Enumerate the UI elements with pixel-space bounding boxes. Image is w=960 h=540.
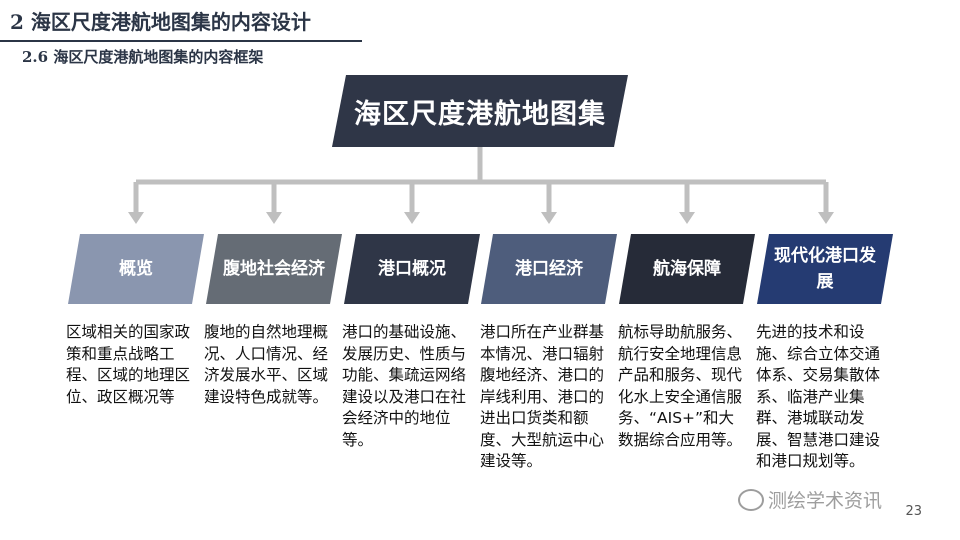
category-hinterland-economy: 腹地社会经济 bbox=[206, 234, 342, 304]
description-port-economy: 港口所在产业群基本情况、港口辐射腹地经济、港口的岸线利用、港口的进出口货类和额度… bbox=[480, 323, 605, 470]
category-overview: 概览 bbox=[68, 234, 204, 304]
category-port-overview: 港口概况 bbox=[344, 234, 480, 304]
description-port-overview: 港口的基础设施、发展历史、性质与功能、集疏运网络建设以及港口在社会经济中的地位等… bbox=[342, 323, 467, 449]
arrowhead bbox=[541, 212, 557, 224]
arrowhead bbox=[818, 212, 834, 224]
title-divider bbox=[0, 40, 362, 42]
watermark: 测绘学术资讯 bbox=[738, 486, 882, 513]
description-overview: 区域相关的国家政策和重点战略工程、区域的地理区位、政区概况等 bbox=[66, 323, 191, 406]
arrowhead bbox=[679, 212, 695, 224]
arrowhead bbox=[404, 212, 420, 224]
description-modern-port-development: 先进的技术和设施、综合立体交通体系、交易集散体系、临港产业集群、港城联动发展、智… bbox=[756, 323, 881, 470]
section-title: 2 海区尺度港航地图集的内容设计 bbox=[10, 10, 311, 34]
description-navigation-support: 航标导助航服务、航行安全地理信息产品和服务、现代化水上安全通信服务、“AIS+”… bbox=[618, 323, 743, 449]
arrowhead bbox=[128, 212, 144, 224]
category-port-economy: 港口经济 bbox=[481, 234, 617, 304]
root-node: 海区尺度港航地图集 bbox=[332, 75, 628, 147]
wechat-icon bbox=[738, 488, 764, 511]
category-navigation-support: 航海保障 bbox=[619, 234, 755, 304]
arrowhead bbox=[266, 212, 282, 224]
description-hinterland-economy: 腹地的自然地理概况、人口情况、经济发展水平、区域建设特色成就等。 bbox=[204, 323, 329, 406]
category-modern-port-development: 现代化港口发展 bbox=[757, 234, 893, 304]
subsection-title: 2.6 海区尺度港航地图集的内容框架 bbox=[22, 48, 264, 66]
page-number: 23 bbox=[905, 504, 922, 519]
watermark-text: 测绘学术资讯 bbox=[768, 490, 883, 512]
